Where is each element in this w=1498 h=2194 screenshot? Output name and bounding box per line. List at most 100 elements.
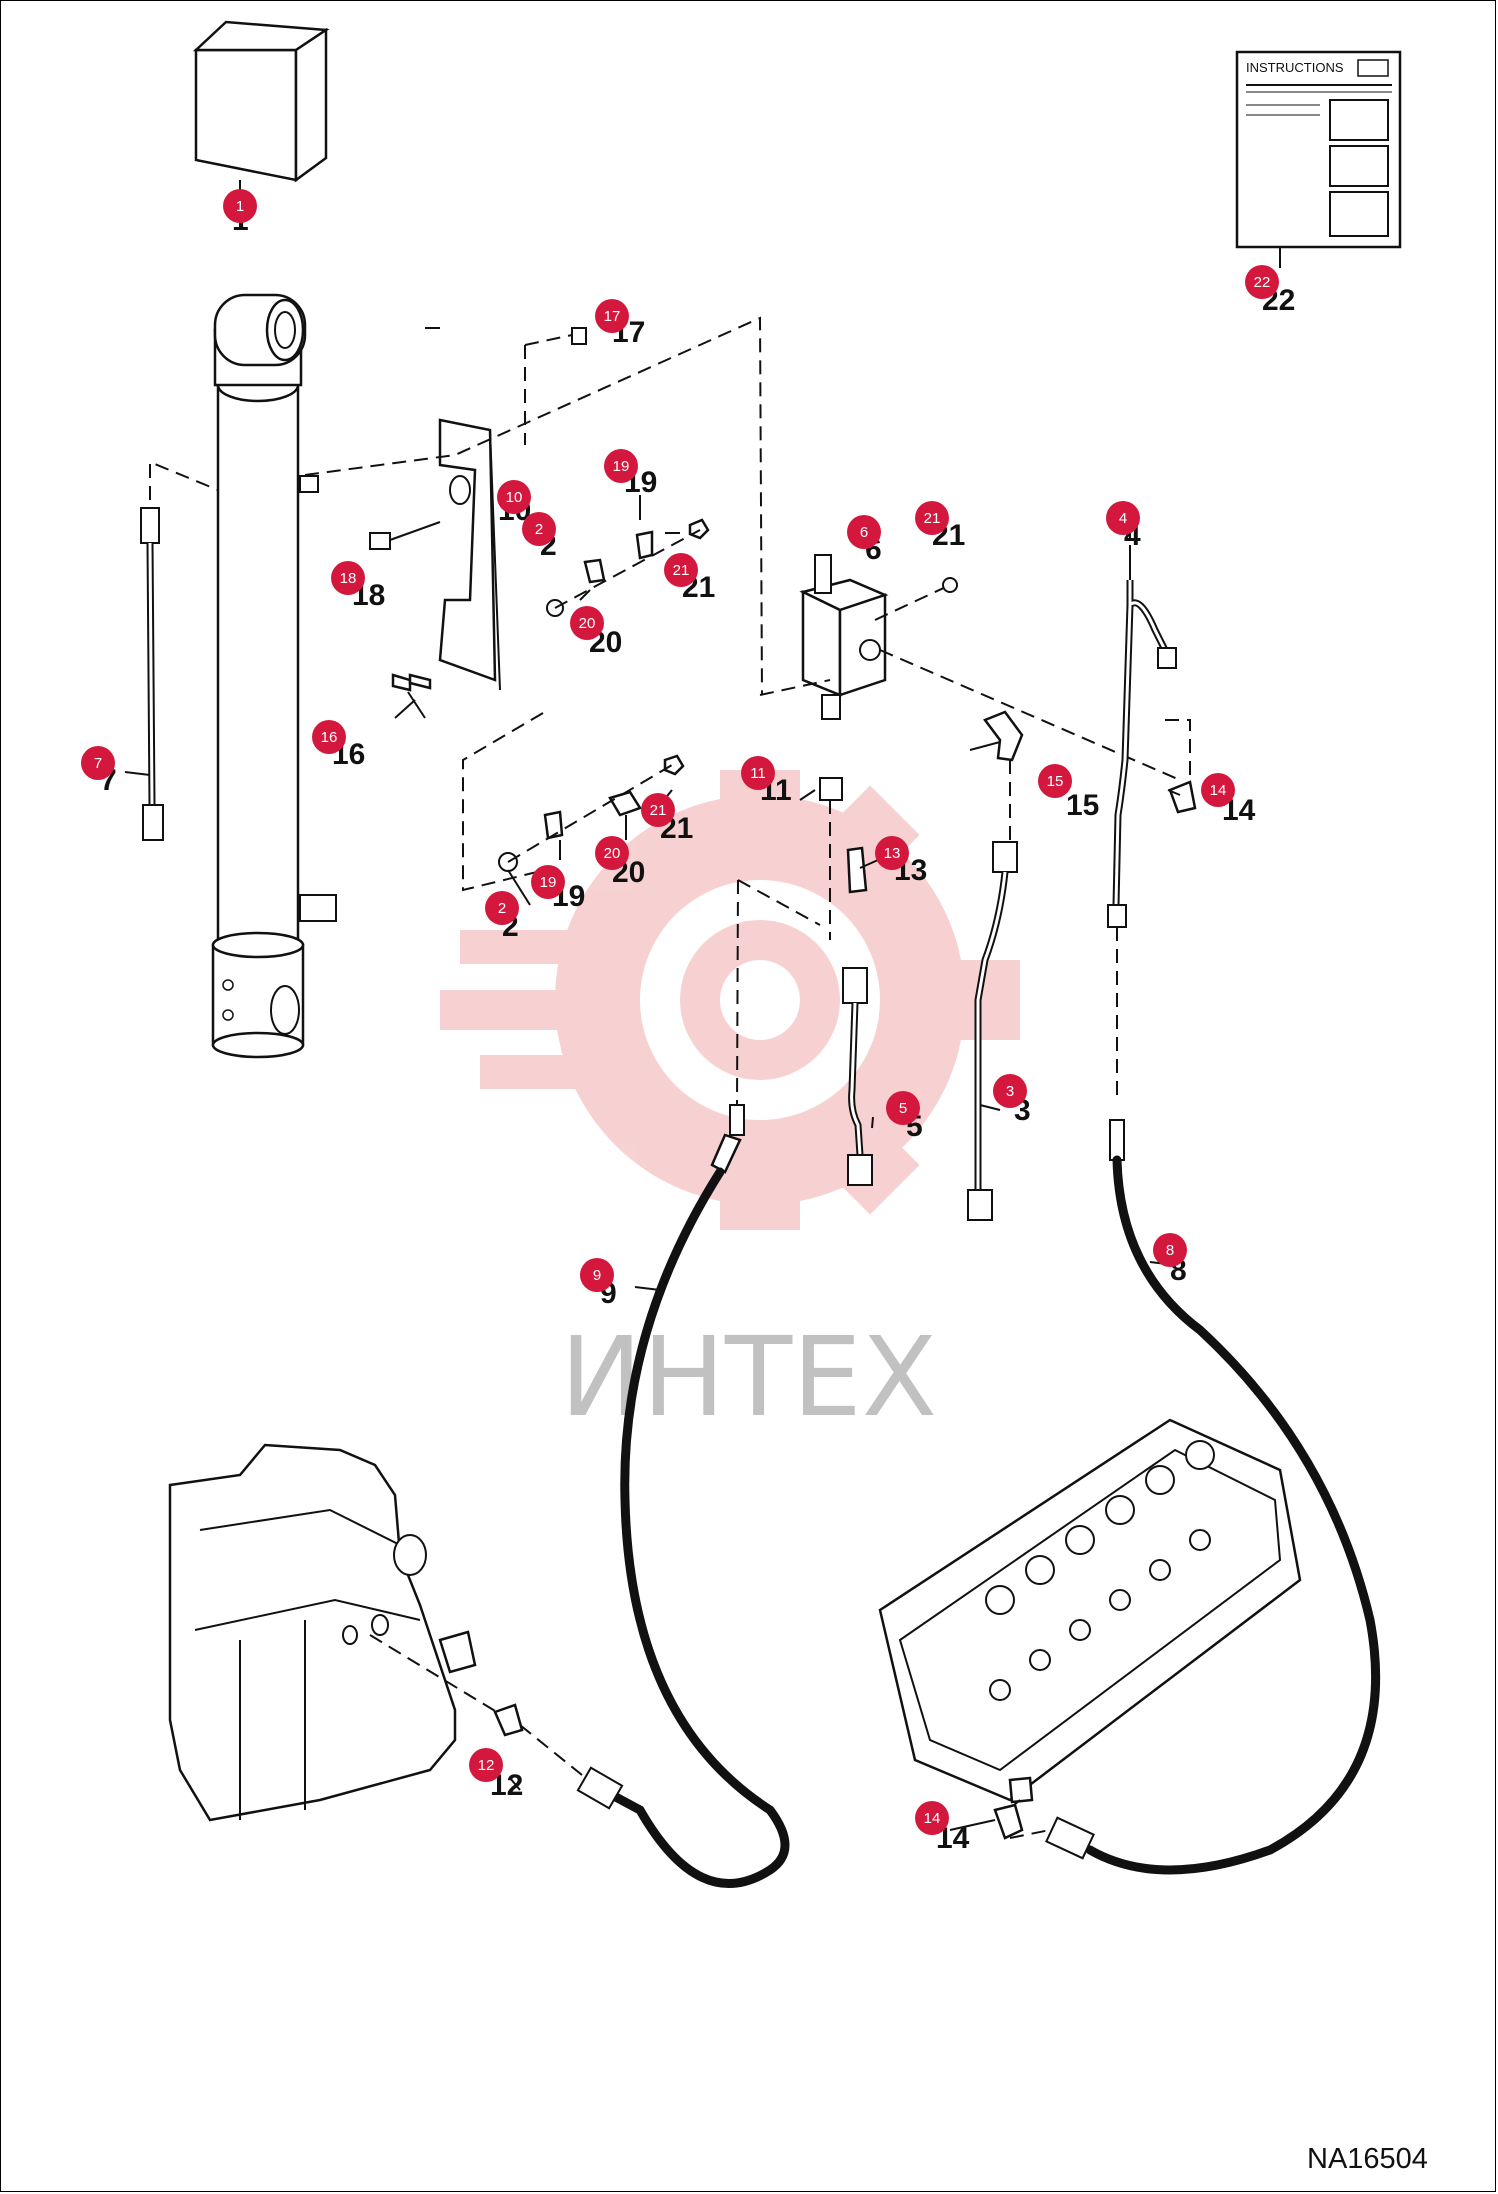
callout-marker: 8 [1153,1233,1187,1267]
tube-5 [842,967,873,1186]
callout-marker: 12 [469,1748,503,1782]
callout-circle [522,512,556,546]
callout-circle [81,746,115,780]
callout-circle [847,515,881,549]
tube-4 [1107,545,1191,1100]
callout-circle [595,299,629,333]
callout-marker: 14 [915,1801,949,1835]
callout-circle [485,891,519,925]
callout-number: 3 [1006,1083,1014,1100]
callout-number: 18 [340,570,357,587]
callout-number: 17 [604,308,621,325]
callout-circle [497,480,531,514]
callout-circle [993,1074,1027,1108]
callout-marker: 18 [331,561,365,595]
part-box [192,20,330,225]
callout-number: 13 [884,845,901,862]
callout-number: 8 [1166,1242,1174,1259]
callout-marker: 7 [81,746,115,780]
callout-circle [604,449,638,483]
callout-circle [223,189,257,223]
callout-number: 10 [506,489,523,506]
callout-marker: 3 [993,1074,1027,1108]
callout-marker: 11 [741,756,775,790]
callout-marker: 21 [641,793,675,827]
callout-marker: 6 [847,515,881,549]
callout-marker: 19 [604,449,638,483]
fasteners-upper [369,327,710,719]
callout-number: 4 [1119,510,1127,527]
callout-number: 20 [579,615,596,632]
callout-number: 14 [1210,782,1227,799]
watermark-text: ИНТЕХ [560,1313,937,1441]
callout-marker: 22 [1245,265,1279,299]
callout-marker: 5 [886,1091,920,1125]
callout-number: 11 [750,765,766,782]
callout-marker: 2 [522,512,556,546]
callout-circle [331,561,365,595]
callout-number: 21 [924,510,941,527]
fittings-11-13 [737,777,868,940]
callout-circle [875,836,909,870]
reference-code: NA16504 [1307,2143,1428,2175]
callout-marker: 1 [223,189,257,223]
control-valve-bank [878,1418,1302,1811]
callout-marker: 21 [664,553,698,587]
callout-marker: 13 [875,836,909,870]
callout-circle [1201,773,1235,807]
callout-marker: 2 [485,891,519,925]
callout-circle [886,1091,920,1125]
callout-number: 2 [535,521,543,538]
callout-number: 2 [498,900,506,917]
mount-bracket [304,316,763,696]
callout-circle [1038,764,1072,798]
callout-circle [915,1801,949,1835]
callout-circle [664,553,698,587]
elbow-fitting-14-lower [993,1803,1051,1840]
callout-number: 16 [321,729,338,746]
callout-circle [580,1258,614,1292]
callout-number: 22 [1254,274,1271,291]
callout-number: 12 [478,1757,495,1774]
callout-number: 9 [593,1267,601,1284]
valve-block [759,554,1181,781]
callout-marker: 4 [1106,501,1140,535]
callout-marker: 21 [915,501,949,535]
callout-marker: 15 [1038,764,1072,798]
callout-circle [570,606,604,640]
callout-number: 5 [899,1100,907,1117]
callout-circle [1106,501,1140,535]
callout-number: 19 [540,874,557,891]
callout-marker: 17 [595,299,629,333]
callout-circle [531,865,565,899]
callout-circle [595,836,629,870]
callout-number: 19 [613,458,630,475]
callout-marker: 16 [312,720,346,754]
hose-8 [1045,1119,1381,1875]
clamps-lower-left [462,712,685,892]
callout-circle [1153,1233,1187,1267]
tube-7 [124,460,219,841]
callout-number: 1 [236,198,244,215]
callout-marker: 9 [580,1258,614,1292]
callout-number: 20 [604,845,621,862]
callout-number: 7 [94,755,102,772]
callout-number: 6 [860,524,868,541]
machine-frame [168,1443,583,1822]
callout-marker: 14 [1201,773,1235,807]
callout-circle [915,501,949,535]
callout-circle [1245,265,1279,299]
part-number-label: 15 [1066,789,1099,822]
hose-9 [576,879,790,1888]
callout-marker: 20 [570,606,604,640]
callout-circle [641,793,675,827]
callout-number: 15 [1047,773,1064,790]
callout-number: 14 [924,1810,941,1827]
callout-marker: 20 [595,836,629,870]
callout-circle [312,720,346,754]
elbow-fitting-14-upper [1168,780,1197,814]
callout-number: 21 [673,562,690,579]
